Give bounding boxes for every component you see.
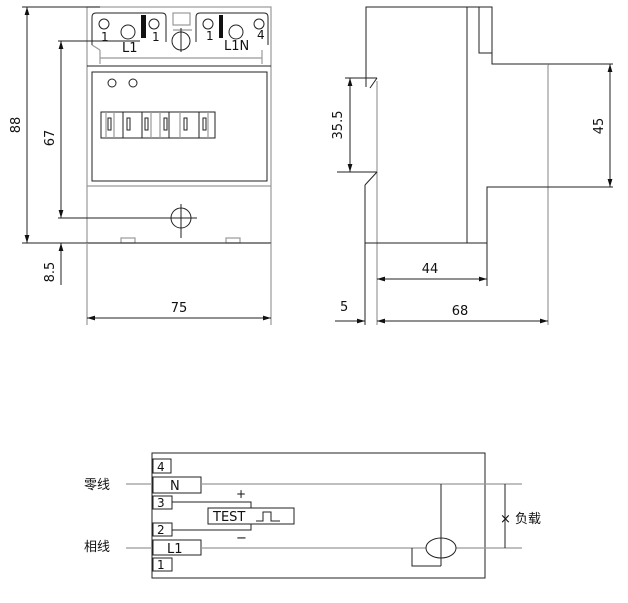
wiring-diagram: 4 N 3 2 L1 1 零线 相线 × 负载 TEST + − (84, 452, 541, 579)
dim-35-5: 35.5 (331, 111, 346, 140)
terminal-label: L1 (122, 41, 138, 56)
dim-45: 45 (592, 118, 607, 135)
rail-clip (225, 237, 241, 244)
screw-icon (148, 18, 160, 30)
terminal-block-left (91, 12, 167, 45)
dim-75: 75 (171, 301, 188, 316)
terminal-2: 2 (157, 523, 165, 537)
test-label: TEST (212, 510, 245, 525)
terminal-l1: L1 (167, 542, 183, 557)
terminal-3: 3 (157, 496, 165, 510)
phase-label: 相线 (84, 540, 110, 555)
dim-67: 67 (43, 130, 58, 147)
screw-icon (98, 18, 110, 30)
screw-icon (253, 18, 265, 30)
led-icon (128, 78, 138, 88)
screw-icon (202, 18, 214, 30)
display-window (91, 71, 268, 182)
dim-68: 68 (452, 304, 469, 319)
side-view: 35.5 45 44 68 5 (331, 6, 613, 325)
pulse-icon (256, 511, 280, 522)
screw-icon (228, 24, 244, 40)
terminal-n: N (170, 479, 180, 494)
terminal-block-right (195, 12, 269, 45)
terminal-4: 4 (157, 460, 165, 474)
terminal-label: L1N (224, 39, 249, 54)
terminal-label: 4 (257, 28, 265, 42)
digit-counter (100, 111, 216, 139)
terminal-label: 1 (206, 29, 214, 43)
dim-88: 88 (9, 117, 24, 134)
dim-44: 44 (422, 262, 439, 277)
rail-clip (120, 237, 136, 244)
dim-8-5: 8.5 (43, 262, 58, 283)
minus-sign: − (236, 531, 247, 546)
test-box (207, 507, 295, 525)
plus-sign: + (236, 487, 246, 501)
load-label: × 负载 (500, 512, 541, 527)
screw-icon (120, 24, 136, 40)
terminal-label: 1 (101, 30, 109, 44)
meter-box (151, 452, 486, 579)
front-view: 1 1 L1 1 L1N 4 (9, 6, 272, 325)
dim-5: 5 (340, 300, 348, 315)
terminal-label: 1 (152, 30, 160, 44)
terminal-1: 1 (157, 558, 165, 572)
neutral-label: 零线 (84, 478, 110, 493)
led-icon (107, 78, 117, 88)
